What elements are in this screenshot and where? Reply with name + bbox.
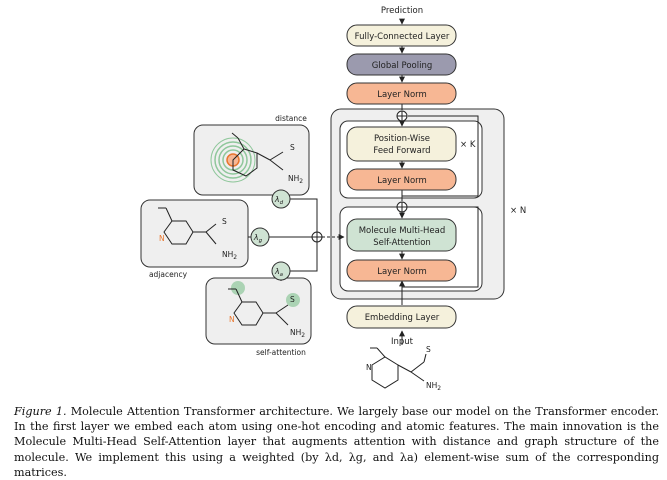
repeat-k-label: × K <box>460 140 476 150</box>
layer-norm-bottom-label: Layer Norm <box>377 267 427 277</box>
figure-label: Figure 1. <box>14 405 67 418</box>
input-molecule <box>370 347 427 389</box>
multi-head-attention-label-line1: Molecule Multi-Head <box>359 226 446 236</box>
flow-lines <box>317 18 479 345</box>
embedding-layer-box <box>346 305 457 329</box>
adjacency-atom-s: S <box>222 217 227 226</box>
adjacency-atom-n: N <box>159 234 165 243</box>
prediction-label: Prediction <box>381 6 423 16</box>
input-atom-nh2: NH2 <box>426 381 441 392</box>
multi-head-attention-box <box>346 218 457 252</box>
figure-caption: Figure 1. Molecule Attention Transformer… <box>14 404 659 480</box>
self-attention-molecule <box>228 288 289 326</box>
architecture-diagram: Prediction Fully-Connected Layer Global … <box>140 6 526 392</box>
distance-label: distance <box>275 114 307 123</box>
caption-text: Molecule Attention Transformer architect… <box>14 405 659 479</box>
input-atom-n: N <box>366 363 372 372</box>
fully-connected-layer-label: Fully-Connected Layer <box>355 32 450 42</box>
self-attention-atom-nh2: NH2 <box>290 328 305 339</box>
distance-atom-nh2: NH2 <box>288 174 303 185</box>
self-attention-panel <box>205 277 312 345</box>
layer-norm-mid-box <box>346 168 457 191</box>
layer-norm-top-box <box>346 82 457 105</box>
residual-add-bottom <box>396 201 408 213</box>
weighted-sum-node <box>311 231 323 243</box>
self-attention-atom-s: S <box>290 295 295 304</box>
lambda-d-node: λd <box>271 189 291 209</box>
fully-connected-layer-box <box>346 24 457 47</box>
repeat-n-label: × N <box>510 206 526 216</box>
self-attention-atom-n: N <box>229 315 235 324</box>
input-label: Input <box>391 337 414 347</box>
svg-text:λd: λd <box>274 195 284 206</box>
residual-add-top <box>396 110 408 122</box>
svg-text:λg: λg <box>253 233 263 244</box>
adjacency-label: adjacency <box>149 270 188 279</box>
global-pooling-box <box>346 53 457 76</box>
layer-norm-mid-label: Layer Norm <box>377 176 427 186</box>
global-pooling-label: Global Pooling <box>372 61 433 71</box>
svg-text:λa: λa <box>274 267 284 278</box>
lambda-a-node: λa <box>271 261 291 281</box>
input-atom-s: S <box>426 345 431 354</box>
self-attention-label: self-attention <box>256 348 306 357</box>
layer-norm-bottom-box <box>346 259 457 282</box>
adjacency-panel <box>140 199 249 268</box>
layer-norm-top-label: Layer Norm <box>377 90 427 100</box>
feed-forward-box <box>346 126 457 162</box>
multi-head-attention-label-line2: Self-Attention <box>373 238 431 248</box>
feed-forward-label-line1: Position-Wise <box>374 134 430 144</box>
embedding-layer-label: Embedding Layer <box>365 313 440 323</box>
adjacency-molecule <box>158 207 217 245</box>
adjacency-atom-nh2: NH2 <box>222 250 237 261</box>
feed-forward-label-line2: Feed Forward <box>373 146 430 156</box>
lambda-g-node: λg <box>250 227 270 247</box>
distance-atom-s: S <box>290 143 295 152</box>
distance-molecule <box>231 132 284 177</box>
self-attention-highlights <box>231 281 300 307</box>
